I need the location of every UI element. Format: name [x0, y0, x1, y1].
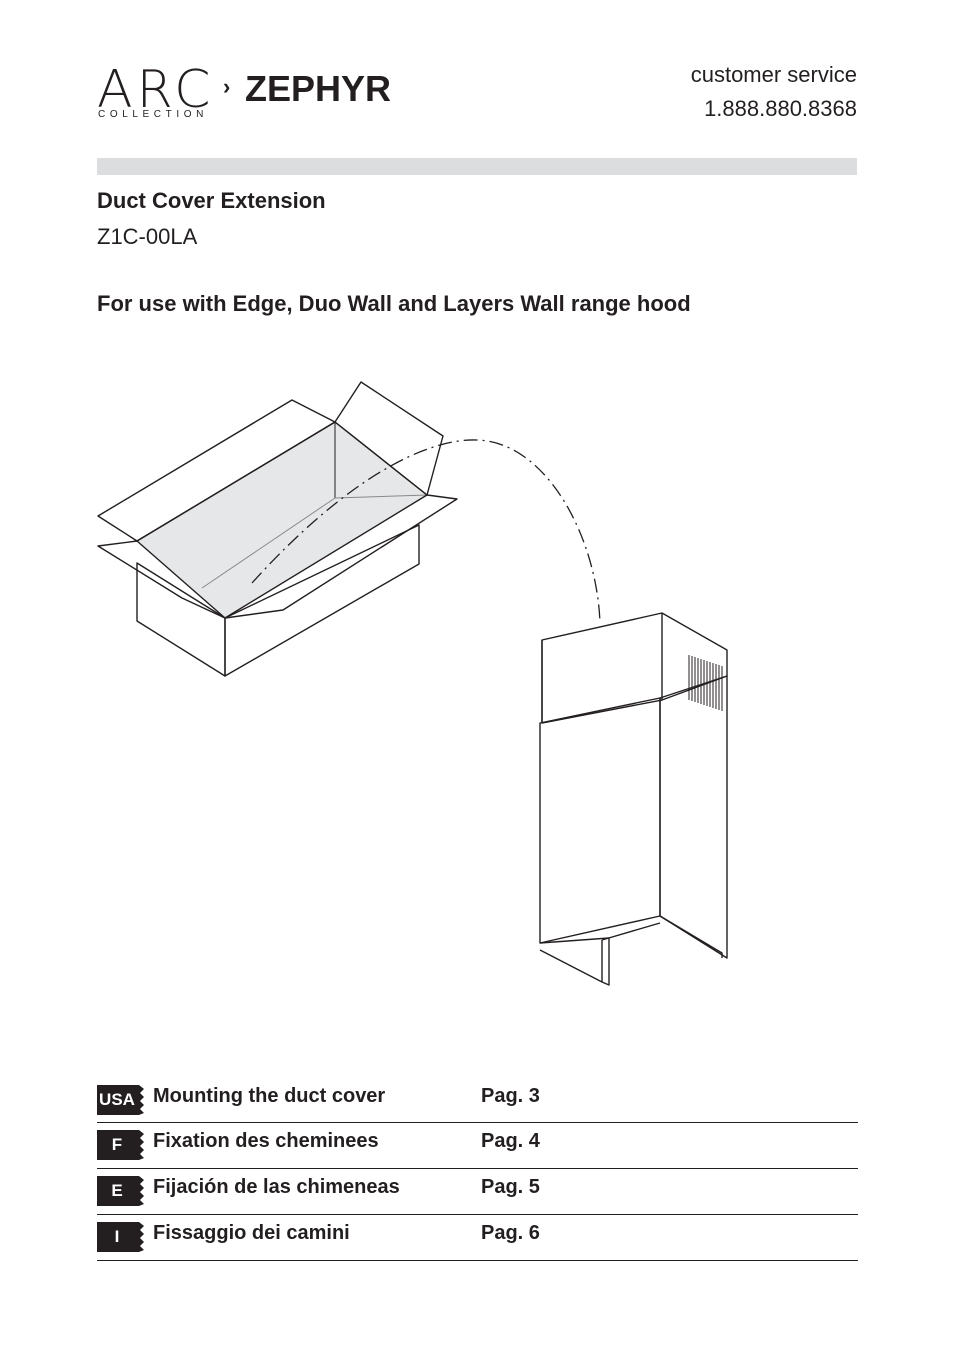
- duct-lower-front: [539, 697, 661, 944]
- language-flag-italy: I: [97, 1222, 145, 1252]
- dash-dot-path: [251, 439, 601, 624]
- toc-label: Fijación de las chimeneas: [153, 1176, 400, 1198]
- box-interior: [137, 422, 427, 618]
- header-divider-band: [97, 158, 857, 175]
- box-body-side: [136, 562, 226, 677]
- duct-bottom-edges: [539, 937, 610, 986]
- product-compatibility: For use with Edge, Duo Wall and Layers W…: [97, 291, 691, 316]
- duct-lower-side: [659, 675, 728, 959]
- toc-label: Mounting the duct cover: [153, 1085, 386, 1107]
- chevron-right-icon: ›: [223, 74, 231, 99]
- box-front-flap: [224, 494, 458, 619]
- toc-label: Fissaggio dei camini: [153, 1222, 350, 1244]
- collection-text: COLLECTION: [98, 109, 208, 120]
- vent-grille: [688, 655, 723, 711]
- language-flag-france: F: [97, 1130, 145, 1160]
- box-right-flap: [334, 381, 444, 496]
- toc-row[interactable]: F Fixation des cheminees Pag. 4: [97, 1123, 858, 1169]
- language-flag-usa: USA: [97, 1085, 145, 1115]
- language-flag-spain: E: [97, 1176, 145, 1206]
- toc-row[interactable]: USA Mounting the duct cover Pag. 3: [97, 1078, 858, 1123]
- brand-logo: ARC COLLECTION › ZEPHYR: [97, 60, 391, 124]
- toc-page: Pag. 6: [481, 1222, 540, 1244]
- duct-top-face: [541, 612, 728, 724]
- customer-service-phone: 1.888.880.8368: [704, 96, 857, 121]
- toc-row[interactable]: E Fijación de las chimeneas Pag. 5: [97, 1169, 858, 1215]
- toc-page: Pag. 3: [481, 1085, 540, 1107]
- toc-label: Fixation des cheminees: [153, 1130, 379, 1152]
- contents-table: USA Mounting the duct cover Pag. 3 F Fix…: [97, 1078, 858, 1261]
- toc-page: Pag. 5: [481, 1176, 540, 1198]
- customer-service: customer service 1.888.880.8368: [691, 58, 857, 126]
- customer-service-label: customer service: [690, 62, 857, 87]
- toc-page: Pag. 4: [481, 1130, 540, 1152]
- product-title: Duct Cover Extension: [97, 188, 326, 213]
- arc-logo-text: ARC: [97, 60, 215, 120]
- product-illustration: [97, 381, 728, 986]
- toc-row[interactable]: I Fissaggio dei camini Pag. 6: [97, 1215, 858, 1261]
- zephyr-logo-text: ZEPHYR: [245, 68, 392, 109]
- product-model: Z1C-00LA: [97, 224, 198, 249]
